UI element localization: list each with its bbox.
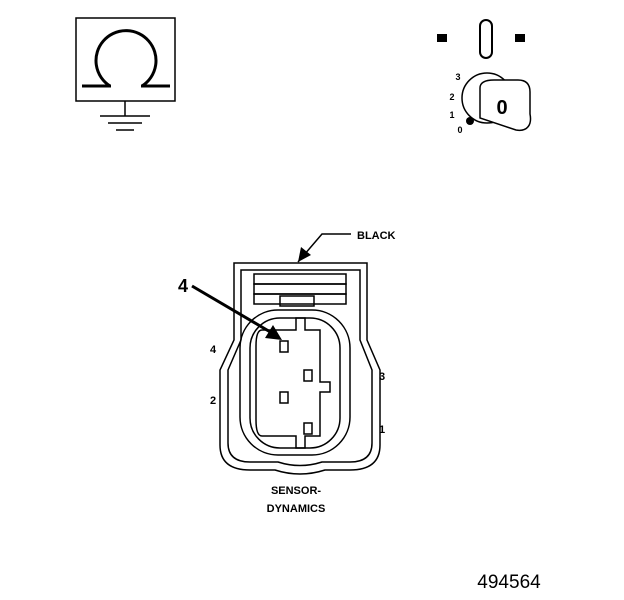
pin-label-3: 3 xyxy=(379,371,385,383)
position-0: 0 xyxy=(457,125,462,135)
connector-color-label: BLACK xyxy=(357,230,396,242)
ground-icon xyxy=(100,101,150,131)
terminal-1 xyxy=(303,422,313,435)
pin-pointer-arrow xyxy=(191,284,282,340)
component-name-line2: DYNAMICS xyxy=(267,503,326,515)
key-slot-indicator xyxy=(479,19,493,59)
terminal-4 xyxy=(279,340,289,353)
ohmmeter-symbol xyxy=(75,17,176,102)
ignition-key-icon: 0 3 2 1 0 xyxy=(437,19,532,135)
position-3: 3 xyxy=(455,72,460,82)
indicator-right xyxy=(515,34,525,42)
position-2: 2 xyxy=(449,92,454,102)
position-1: 1 xyxy=(449,110,454,120)
key-bow xyxy=(479,79,532,132)
pin-label-1: 1 xyxy=(379,424,385,436)
connector-housing xyxy=(219,262,381,475)
indicator-left xyxy=(437,34,447,42)
color-leader xyxy=(297,233,351,263)
pin-label-4: 4 xyxy=(210,344,217,356)
pin-label-2: 2 xyxy=(210,395,216,407)
key-label: 0 xyxy=(496,97,507,119)
pointer-callout: 4 xyxy=(178,276,188,296)
terminal-2 xyxy=(279,391,289,404)
figure-number: 494564 xyxy=(477,572,541,593)
key-position-marker xyxy=(466,117,474,125)
terminal-3 xyxy=(303,369,313,382)
ohm-glyph xyxy=(94,29,158,88)
component-name-line1: SENSOR- xyxy=(271,485,321,497)
